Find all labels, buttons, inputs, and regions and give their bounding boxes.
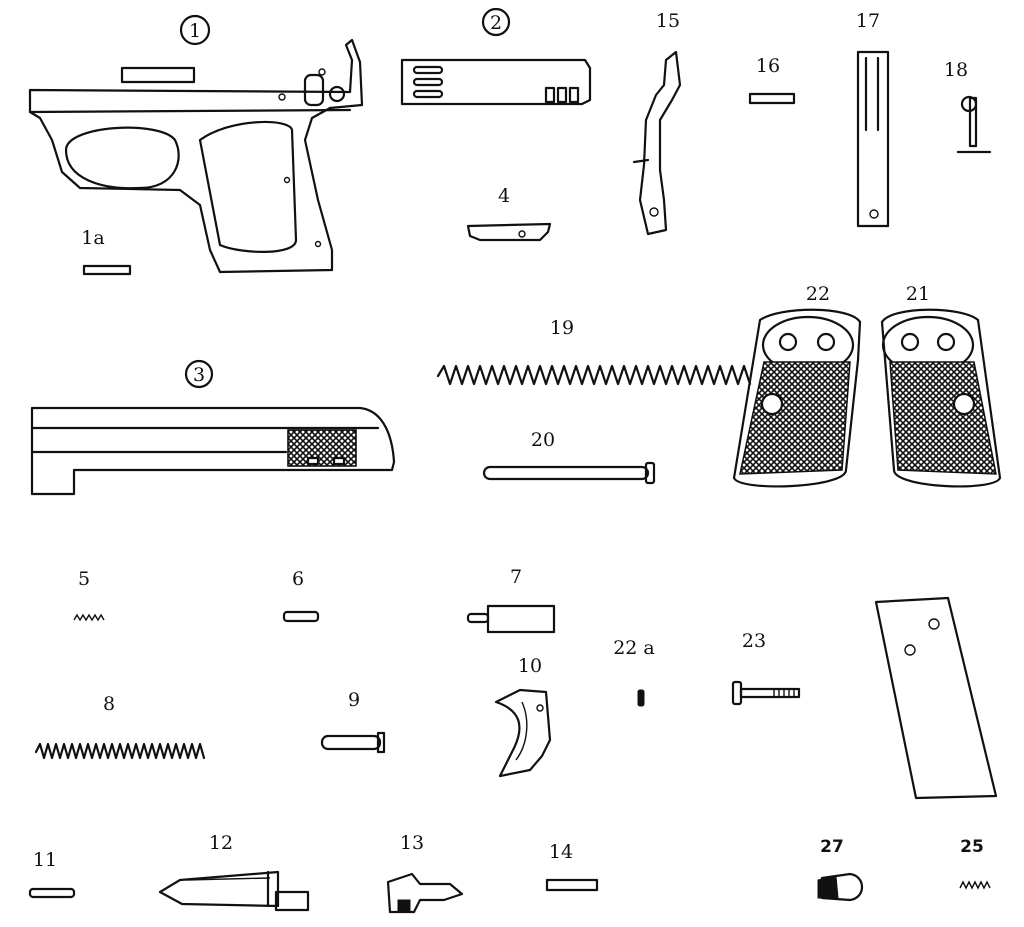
part-25-small-spring: [959, 880, 991, 890]
label-part-15: 15: [656, 10, 680, 32]
part-6-pin: [282, 610, 320, 623]
part-18-pin: [956, 95, 992, 154]
label-part-9: 9: [348, 689, 360, 711]
part-9-pin: [320, 731, 386, 754]
part-7-plunger: [466, 604, 556, 634]
part-14-pin: [545, 878, 599, 892]
part-17-bar: [856, 50, 890, 228]
label-part-10: 10: [518, 655, 542, 677]
part-1a-pin: [82, 264, 132, 276]
part-4-lever: [466, 222, 552, 242]
label-part-7: 7: [510, 566, 522, 588]
label-part-5: 5: [78, 568, 90, 590]
part-27-cartridge: [817, 872, 864, 902]
part-22-grip-left: [732, 308, 862, 488]
label-part-16: 16: [756, 55, 780, 77]
label-part-4: 4: [498, 185, 510, 207]
label-part-13: 13: [400, 832, 424, 854]
part-5-small-spring: [73, 613, 105, 622]
part-22a-nut: [637, 689, 645, 707]
label-part-20: 20: [531, 429, 555, 451]
part-11-pin: [28, 887, 76, 899]
label-part-21: 21: [906, 283, 930, 305]
label-circle-3: [184, 359, 214, 389]
part-20-rod: [482, 461, 656, 485]
label-part-6: 6: [292, 568, 304, 590]
part-16-pin: [748, 92, 796, 105]
label-part-17: 17: [856, 10, 880, 32]
label-part-1a: 1a: [81, 227, 104, 249]
part-8-spring: [34, 742, 206, 760]
label-part-27: 27: [820, 837, 844, 857]
label-part-2: 2: [490, 12, 502, 34]
label-part-11: 11: [33, 849, 57, 871]
label-part-12: 12: [209, 832, 233, 854]
part-23-screw: [731, 680, 801, 706]
label-circle-1: [179, 14, 211, 46]
part-3-slide: [30, 406, 396, 496]
part-15-lever: [638, 50, 682, 236]
label-part-19: 19: [550, 317, 574, 339]
label-part-22a: 22 a: [613, 637, 655, 659]
part-12-firing-pin: [158, 870, 310, 912]
label-part-8: 8: [103, 693, 115, 715]
label-part-18: 18: [944, 59, 968, 81]
part-13-catch: [386, 872, 464, 914]
label-part-22: 22: [806, 283, 830, 305]
magazine-side-plate: [874, 596, 998, 800]
label-part-23: 23: [742, 630, 766, 652]
part-19-spring: [436, 364, 752, 386]
label-circle-2: [481, 7, 511, 37]
part-10-trigger: [494, 688, 552, 778]
label-part-1: 1: [189, 20, 201, 42]
label-part-25: 25: [960, 837, 984, 857]
part-2-breech-block: [400, 58, 592, 106]
label-part-3: 3: [193, 364, 205, 386]
part-21-grip-right: [880, 308, 1002, 488]
part-1-frame: [28, 38, 364, 274]
label-part-14: 14: [549, 841, 573, 863]
